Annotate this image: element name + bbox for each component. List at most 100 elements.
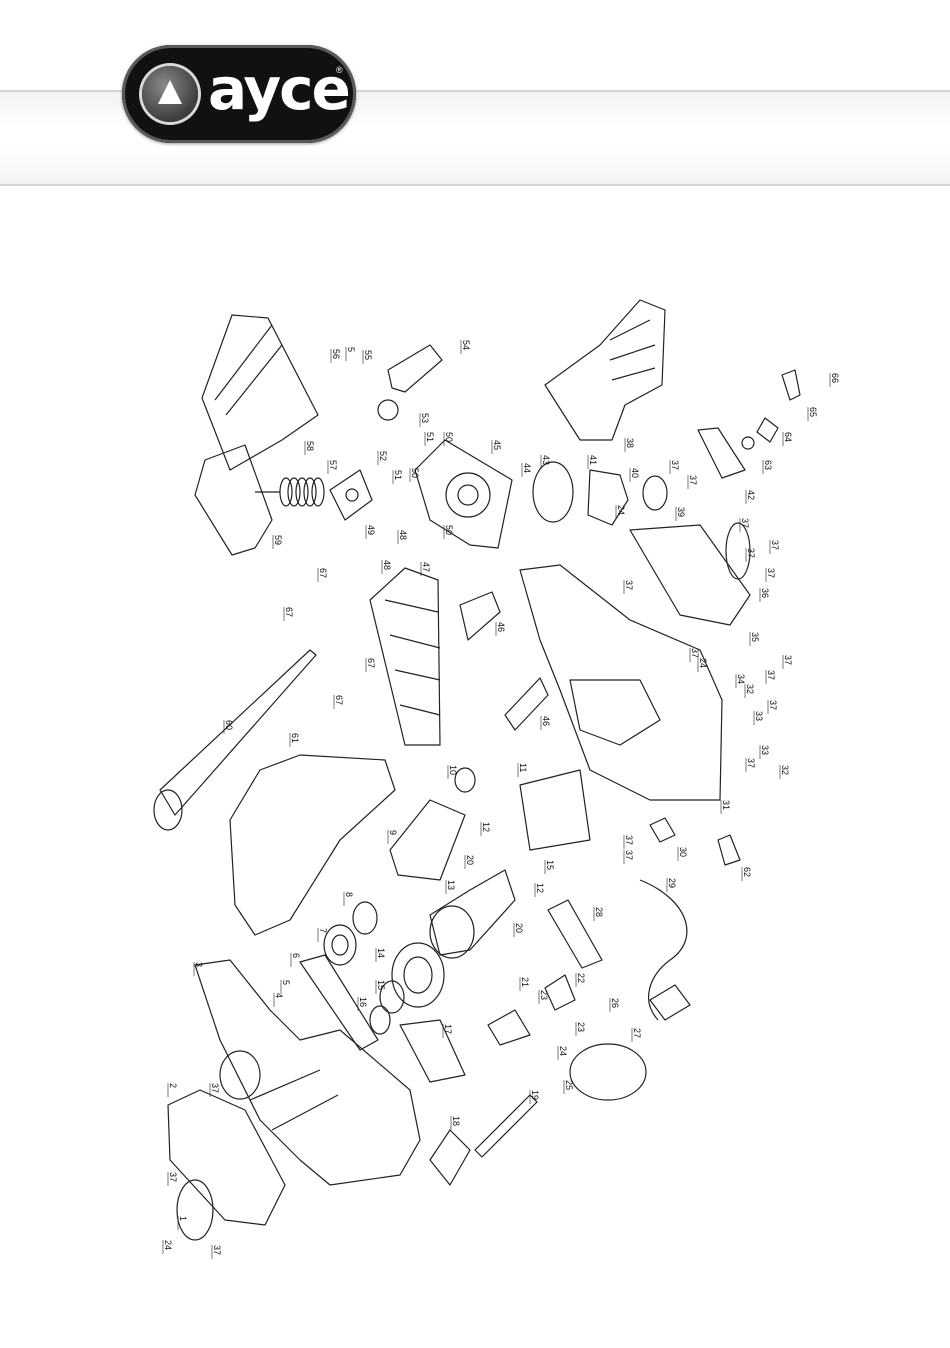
filter-grid-shape [370, 568, 440, 745]
part-label: 28 [594, 907, 604, 917]
part-label: 20 [514, 923, 524, 933]
part-label: 46 [541, 716, 551, 726]
part-label: 18 [451, 1116, 461, 1126]
front-housing-shape [195, 960, 420, 1185]
part-label: 14 [376, 948, 386, 958]
part-label: 53 [420, 413, 430, 423]
part-label: 42 [746, 490, 756, 500]
part-label: 38 [625, 438, 635, 448]
power-cable-shape [640, 880, 687, 1020]
part-label: 67 [318, 568, 328, 578]
part-label: 37 [746, 758, 756, 768]
part-label: 39 [676, 507, 686, 517]
part-label: 43 [541, 455, 551, 465]
part-label: 16 [358, 997, 368, 1007]
part-label: 37 [768, 700, 778, 710]
part-label: 37 [624, 835, 634, 845]
part-label: 37 [688, 475, 698, 485]
part-label: 57 [328, 460, 338, 470]
part-label: 66 [830, 373, 840, 383]
part-label: 12 [481, 822, 491, 832]
part-label: 44 [522, 463, 532, 473]
part-label: 7 [318, 928, 328, 933]
part-label: 36 [760, 588, 770, 598]
part-label: 1 [178, 1216, 188, 1221]
part-label: 32 [745, 684, 755, 694]
part-label: 67 [284, 607, 294, 617]
front-cover-shape [168, 1090, 285, 1225]
part-label: 37 [212, 1245, 222, 1255]
part-label: 45 [492, 440, 502, 450]
part-label: 62 [742, 867, 752, 877]
part-label: 30 [678, 847, 688, 857]
part-label: 15 [376, 980, 386, 990]
part-label: 37 [740, 518, 750, 528]
part-label: 4 [274, 993, 284, 998]
part-label: 37 [783, 655, 793, 665]
part-label: 33 [754, 711, 764, 721]
part-label: 52 [378, 451, 388, 461]
part-label: 22 [576, 973, 586, 983]
part-label: 37 [690, 648, 700, 658]
part-label: 37 [624, 580, 634, 590]
part-label: 50 [444, 432, 454, 442]
part-label: 6 [291, 953, 301, 958]
part-label: 33 [760, 745, 770, 755]
part-label: 24 [698, 658, 708, 668]
part-label: 47 [421, 562, 431, 572]
part-label: 24 [163, 1240, 173, 1250]
part-label: 55 [363, 350, 373, 360]
motor-shape [390, 800, 465, 880]
part-label: 24 [616, 505, 626, 515]
part-label: 48 [398, 530, 408, 540]
part-label: 59 [273, 535, 283, 545]
part-label: 27 [632, 1028, 642, 1038]
part-label: 60 [224, 720, 234, 730]
part-label: 50 [444, 525, 454, 535]
part-label: 11 [518, 763, 528, 772]
part-label: 61 [290, 733, 300, 743]
part-label: 50 [410, 468, 420, 478]
part-label: 51 [393, 470, 403, 480]
part-label: 67 [334, 695, 344, 705]
part-label: 24 [558, 1046, 568, 1056]
part-label: 13 [446, 880, 456, 890]
part-label: 65 [808, 407, 818, 417]
part-label: 10 [448, 765, 458, 775]
part-label: 9 [388, 830, 398, 835]
part-label: 8 [344, 892, 354, 897]
part-label: 3 [194, 962, 204, 967]
part-label: 51 [425, 432, 435, 442]
part-label: 37 [210, 1083, 220, 1093]
part-label: 46 [496, 622, 506, 632]
part-label: 2 [168, 1083, 178, 1088]
part-label: 37 [168, 1172, 178, 1182]
part-label: 34 [736, 674, 746, 684]
part-label: 49 [366, 525, 376, 535]
part-label: 58 [305, 441, 315, 451]
stator-shape [520, 770, 590, 850]
part-label: 21 [520, 977, 530, 987]
part-label: 35 [750, 632, 760, 642]
guide-plate-shape [202, 315, 318, 470]
blade-housing-shape [415, 440, 512, 548]
main-housing-shape [520, 565, 722, 800]
part-label: 17 [443, 1024, 453, 1034]
part-label: 64 [783, 432, 793, 442]
bracket-shape [330, 470, 372, 520]
part-label: 37 [766, 670, 776, 680]
part-label: 19 [530, 1090, 540, 1100]
part-label: 12 [535, 883, 545, 893]
part-label: 37 [746, 548, 756, 558]
part-label: 26 [610, 998, 620, 1008]
part-label: 20 [465, 855, 475, 865]
part-label: 54 [461, 340, 471, 350]
part-label: 37 [624, 850, 634, 860]
part-label: 29 [667, 878, 677, 888]
part-outlines [154, 300, 800, 1240]
part-label: 41 [588, 455, 598, 465]
spring-shape [280, 478, 324, 506]
part-label: 37 [670, 460, 680, 470]
